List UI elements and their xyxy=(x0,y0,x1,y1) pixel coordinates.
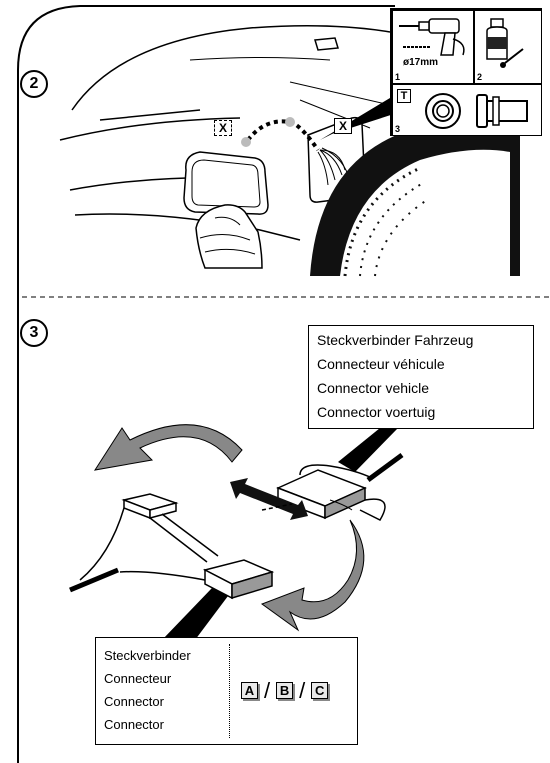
curved-arrow-bottom xyxy=(262,520,364,630)
generic-label-fr: Connecteur xyxy=(104,667,228,690)
connector-code-a: A xyxy=(241,682,258,699)
label-divider xyxy=(229,644,230,738)
generic-label-nl: Connector xyxy=(104,713,228,736)
connector-code-row: A / B / C xyxy=(241,682,328,699)
code-separator: / xyxy=(264,682,270,699)
code-separator: / xyxy=(299,682,305,699)
tools-panel: ø17mm 1 2 T 3 xyxy=(390,8,542,136)
grommet-icon xyxy=(413,89,543,133)
step-3-badge: 3 xyxy=(20,319,48,347)
tool-number-1: 1 xyxy=(395,72,400,82)
curved-arrow-top xyxy=(95,425,242,470)
connector-code-b: B xyxy=(276,682,293,699)
tool-cell-drill: ø17mm 1 xyxy=(392,10,474,84)
connector-code-c: C xyxy=(311,682,328,699)
generic-label-texts: Steckverbinder Connecteur Connector Conn… xyxy=(104,644,228,736)
generic-label-en: Connector xyxy=(104,690,228,713)
step-2-badge: 2 xyxy=(20,70,48,98)
drill-icon xyxy=(393,13,473,59)
tool-number-2: 2 xyxy=(477,72,482,82)
vehicle-connector-label: Steckverbinder Fahrzeug Connecteur véhic… xyxy=(308,325,534,429)
vehicle-label-en: Connector vehicle xyxy=(317,376,525,400)
x-marker-left: X xyxy=(214,120,232,136)
tool-number-3: 3 xyxy=(395,124,400,134)
generic-label-de: Steckverbinder xyxy=(104,644,228,667)
x-marker-right: X xyxy=(334,118,352,134)
tool-cell-sealant: 2 xyxy=(474,10,542,84)
vehicle-label-nl: Connector voertuig xyxy=(317,400,525,424)
sealant-bottle-icon xyxy=(475,13,541,75)
vehicle-label-fr: Connecteur véhicule xyxy=(317,352,525,376)
generic-connector-label: Steckverbinder Connecteur Connector Conn… xyxy=(95,637,358,745)
tool-cell-grommet: T 3 xyxy=(392,84,542,136)
vehicle-label-de: Steckverbinder Fahrzeug xyxy=(317,328,525,352)
drill-size-label: ø17mm xyxy=(403,57,438,68)
grommet-type-badge: T xyxy=(397,89,411,103)
generic-connector xyxy=(70,494,272,598)
